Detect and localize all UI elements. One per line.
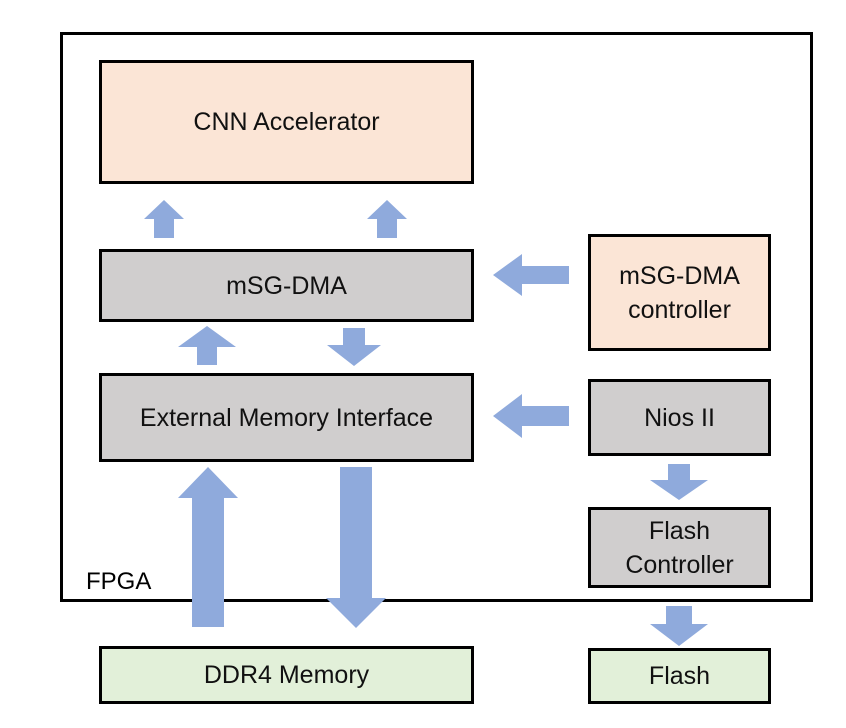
nios-ii-block: Nios II [588,379,771,456]
arrow-down-msgdma-to-emi [327,328,381,366]
ddr4-memory-block: DDR4 Memory [99,646,474,704]
arrow-left-nios-to-emi [493,394,569,438]
fpga-label: FPGA [86,568,152,595]
arrow-up-ddr4-to-emi [178,467,238,627]
arrow-down-flash-controller-to-flash [650,606,708,646]
fpga-boundary [60,32,813,602]
arrow-up-msgdma-to-cnn-left [144,200,184,238]
arrow-down-emi-to-ddr4 [326,467,386,628]
msgdma-block: mSG-DMA [99,249,474,322]
flash-controller-block: Flash Controller [588,507,771,588]
arrow-down-nios-to-flash-controller [650,464,708,500]
arrow-left-controller-to-msgdma [493,254,569,296]
external-memory-interface-block: External Memory Interface [99,373,474,462]
msgdma-controller-block: mSG-DMA controller [588,234,771,351]
cnn-accelerator-block: CNN Accelerator [99,60,474,184]
arrow-up-emi-to-msgdma [178,326,236,365]
flash-block: Flash [588,648,771,704]
arrow-up-msgdma-to-cnn-right [367,200,407,238]
